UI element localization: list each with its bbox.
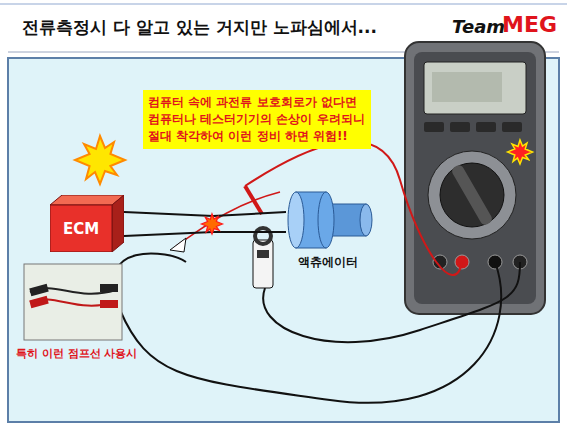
jumper-photo	[16, 262, 130, 342]
dial	[440, 163, 504, 227]
logo-text: Team	[452, 16, 505, 37]
header-line	[0, 3, 567, 5]
page-title: 전류측정시 다 알고 있는 거지만 노파심에서...	[22, 16, 377, 39]
node-text: 컴퓨터 속에 과전류 보호회로가 없다면 컴퓨터나 테스터기기의 손상이 우려되…	[148, 94, 366, 145]
button	[424, 122, 444, 132]
ecm-box: ECM	[50, 195, 124, 252]
wire-connector	[124, 212, 286, 216]
warning-note: 컴퓨터 속에 과전류 보호회로가 없다면 컴퓨터나 테스터기기의 손상이 우려되…	[143, 90, 371, 149]
display-segment	[432, 72, 502, 102]
multimeter-face	[414, 52, 536, 304]
clamp-meter	[253, 240, 273, 288]
node-text: 액츄에이터	[298, 254, 358, 271]
dial-ring	[428, 151, 516, 239]
multimeter-body	[405, 42, 545, 314]
wire-connector	[124, 232, 286, 236]
photo-inset: 특히 이런 점프선 사용시	[16, 262, 130, 362]
spark-burst	[75, 136, 125, 184]
dial-knob	[450, 163, 493, 226]
node-text: ECM	[50, 205, 112, 252]
clamp-lead	[263, 262, 520, 342]
node-text: 특히 이런 점프선 사용시	[16, 346, 138, 361]
actuator-cylinder	[286, 190, 374, 252]
clamp-display	[257, 250, 269, 258]
jumper-wire	[176, 192, 280, 246]
spark-burst	[508, 140, 533, 164]
multimeter-display	[424, 62, 526, 114]
black-lead	[113, 253, 501, 402]
actuator-node: 액츄에이터	[286, 190, 374, 272]
button	[450, 122, 470, 132]
button	[476, 122, 496, 132]
red-lead	[245, 142, 462, 276]
spark-burst	[202, 214, 223, 234]
button	[502, 122, 522, 132]
logo-text: MEG	[502, 12, 557, 37]
alligator-clip	[170, 238, 186, 252]
clamp-jaw	[255, 228, 271, 244]
